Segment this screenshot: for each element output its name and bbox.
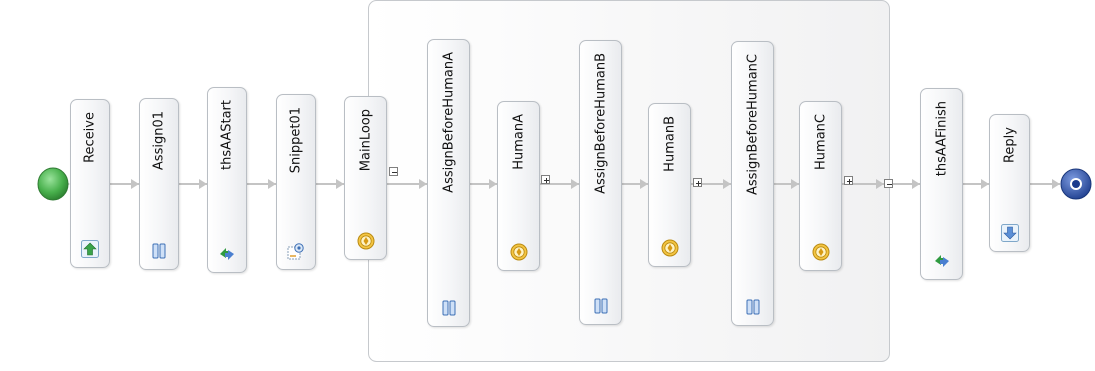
arrowhead — [336, 179, 344, 189]
activity-label: HumanC — [813, 114, 828, 170]
end-event[interactable] — [1060, 168, 1092, 200]
arrowhead — [131, 179, 139, 189]
activity-label: HumanA — [511, 114, 526, 170]
arrowhead — [791, 179, 799, 189]
activity-assignbeforehumanc[interactable]: AssignBeforeHumanC — [731, 41, 774, 326]
snippet-gear-icon — [287, 242, 305, 260]
activity-label: thsAAFinish — [934, 101, 949, 177]
activity-humanc[interactable]: HumanC — [799, 101, 842, 271]
invoke-arrows-icon — [218, 245, 236, 263]
collapse-toggle-loop-end-collapse[interactable] — [884, 179, 893, 188]
activity-label: AssignBeforeHumanC — [745, 54, 760, 196]
activity-reply[interactable]: Reply — [989, 114, 1030, 252]
expand-toggle-humana-expand[interactable] — [541, 175, 550, 184]
activity-label: Receive — [82, 112, 98, 163]
start-event[interactable] — [37, 167, 69, 201]
activity-label: Snippet01 — [288, 107, 304, 174]
arrowhead — [640, 179, 648, 189]
assign-bars-icon — [440, 299, 458, 317]
arrowhead — [489, 179, 497, 189]
collapse-toggle-mainloop-collapse[interactable] — [389, 167, 398, 176]
activity-assign01[interactable]: Assign01 — [139, 98, 179, 270]
arrowhead — [268, 179, 276, 189]
activity-label: HumanB — [662, 116, 677, 172]
expand-toggle-humanb-expand[interactable] — [693, 178, 702, 187]
activity-humana[interactable]: HumanA — [497, 101, 540, 271]
flow-arrowheads — [62, 179, 1060, 189]
arrowhead — [876, 179, 884, 189]
activity-label: MainLoop — [358, 109, 373, 172]
arrowhead — [199, 179, 207, 189]
activity-thsaafinish[interactable]: thsAAFinish — [920, 88, 963, 280]
activity-label: thsAAStart — [219, 100, 235, 171]
human-task-icon — [510, 243, 528, 261]
assign-bars-icon — [592, 297, 610, 315]
assign-bars-icon — [150, 242, 168, 260]
reply-arrow-icon — [1000, 224, 1019, 242]
human-task-icon — [661, 239, 679, 257]
activity-label: Reply — [1002, 127, 1017, 164]
activity-receive[interactable]: Receive — [70, 99, 110, 268]
loop-circle-icon — [357, 232, 375, 250]
assign-bars-icon — [744, 298, 762, 316]
activity-assignbeforehumana[interactable]: AssignBeforeHumanA — [427, 39, 470, 327]
human-task-icon — [812, 243, 830, 261]
arrowhead — [571, 179, 579, 189]
activity-label: AssignBeforeHumanB — [593, 53, 608, 194]
arrowhead — [419, 179, 427, 189]
expand-toggle-humanc-expand[interactable] — [844, 176, 853, 185]
activity-humanb[interactable]: HumanB — [648, 103, 691, 267]
activity-thsaastart[interactable]: thsAAStart — [207, 87, 247, 273]
invoke-arrows-icon — [933, 252, 951, 270]
activity-label: AssignBeforeHumanA — [441, 52, 456, 193]
activity-snippet01[interactable]: Snippet01 — [276, 94, 316, 270]
activity-mainloop[interactable]: MainLoop — [344, 96, 387, 260]
receive-arrow-icon — [81, 240, 99, 258]
activity-assignbeforehumanb[interactable]: AssignBeforeHumanB — [579, 40, 622, 325]
arrowhead — [981, 179, 989, 189]
arrowhead — [1052, 179, 1060, 189]
activity-label: Assign01 — [151, 111, 167, 171]
arrowhead — [723, 179, 731, 189]
arrowhead — [912, 179, 920, 189]
